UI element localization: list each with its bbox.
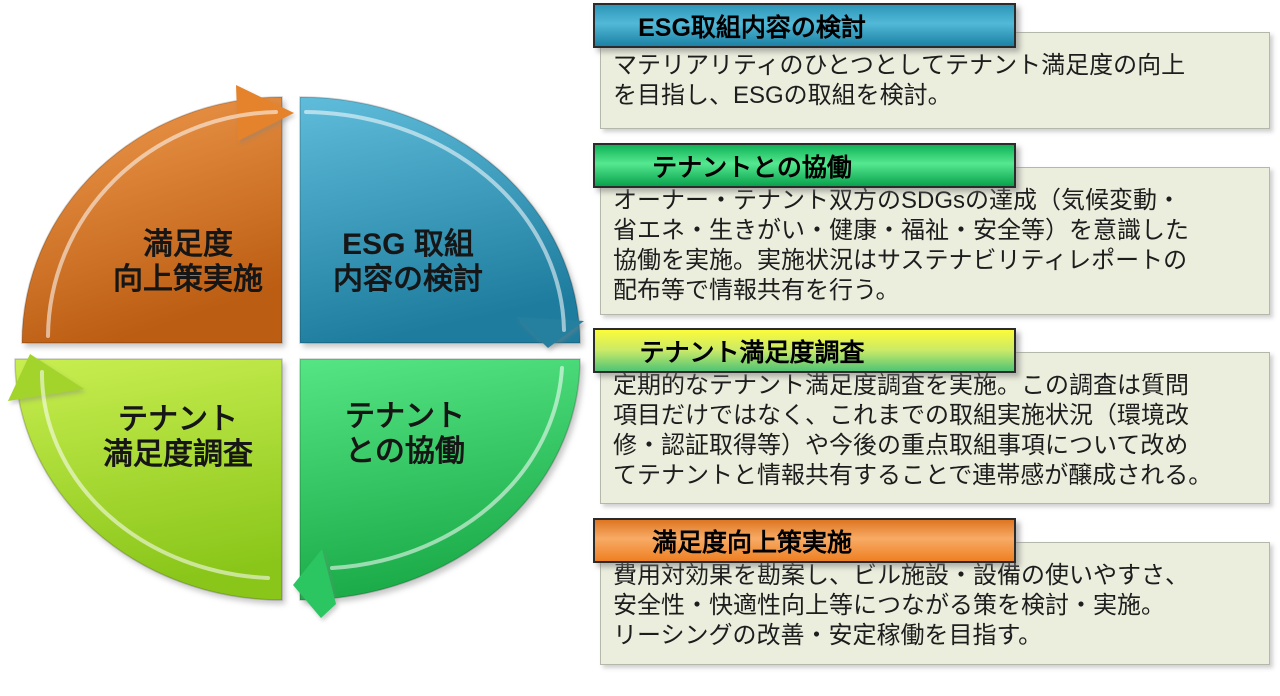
cycle-diagram	[8, 85, 584, 618]
gloss-highlight	[304, 110, 566, 332]
label-line: テナント	[345, 400, 465, 433]
section-body-tenant-survey: 定期的なテナント満足度調査を実施。この調査は質問 項目だけではなく、これまでの取…	[600, 352, 1270, 504]
quadrant-tenant-survey	[8, 354, 283, 601]
clockwise-arrow-left-icon	[8, 354, 84, 401]
gloss-highlight	[46, 110, 278, 338]
clockwise-arrow-bottom-icon	[293, 549, 336, 618]
label-line: 向上策実施	[113, 263, 263, 296]
section-title-tenant-collaboration: テナントとの協働	[593, 143, 1016, 188]
quadrant-esg-initiative-review-shape	[299, 96, 581, 344]
quadrant-tenant-collaboration	[293, 358, 581, 618]
quadrant-label-esg-initiative-review: ESG 取組 内容の検討	[248, 227, 568, 297]
gloss-highlight	[330, 366, 564, 570]
section-title-esg-review: ESG取組内容の検討	[593, 3, 1016, 48]
section-body-esg-review: マテリアリティのひとつとしてテナント満足度の向上 を目指し、ESGの取組を検討。	[600, 32, 1270, 129]
quadrant-tenant-collaboration-shape	[299, 358, 581, 601]
label-line: 満足度	[143, 228, 233, 261]
quadrant-satisfaction-improvement	[21, 85, 294, 344]
gloss-highlight	[39, 370, 270, 580]
clockwise-arrow-right-icon	[516, 317, 584, 348]
quadrant-label-tenant-survey: テナント 満足度調査	[18, 402, 338, 472]
section-title-satisfaction-improvement: 満足度向上策実施	[593, 518, 1016, 563]
label-line: 内容の検討	[333, 263, 483, 296]
quadrant-tenant-survey-shape	[14, 358, 283, 601]
quadrant-esg-initiative-review	[299, 96, 584, 348]
label-line: 満足度調査	[103, 438, 253, 471]
quadrant-label-satisfaction-improvement: 満足度 向上策実施	[28, 227, 348, 297]
label-line: ESG 取組	[342, 228, 474, 261]
quadrant-label-tenant-collaboration: テナント との協働	[245, 399, 565, 469]
section-body-tenant-collaboration: オーナー・テナント双方のSDGsの達成（気候変動・ 省エネ・生きがい・健康・福祉…	[600, 167, 1270, 315]
label-line: テナント	[118, 403, 238, 436]
quadrant-satisfaction-improvement-shape	[21, 96, 283, 344]
label-line: との協働	[345, 435, 465, 468]
section-title-tenant-survey: テナント満足度調査	[593, 328, 1016, 373]
